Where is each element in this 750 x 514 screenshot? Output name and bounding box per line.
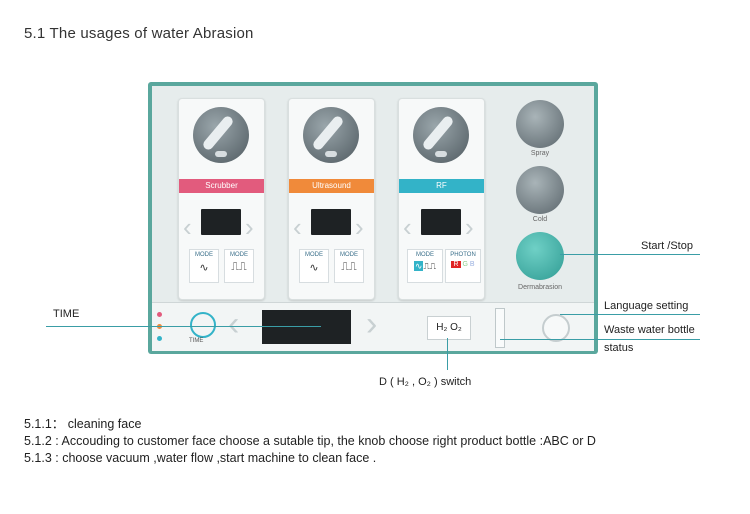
chevron-left-icon[interactable]: ‹ xyxy=(183,214,192,240)
time-display xyxy=(262,310,351,344)
waste-annotation: Waste water bottle xyxy=(604,324,695,336)
sine-wave-icon: ∿ xyxy=(300,261,328,274)
waste-bottle-icon xyxy=(495,308,505,348)
status-dot-red xyxy=(157,312,162,317)
note-3: 5.1.3 : choose vacuum ,water flow ,start… xyxy=(24,450,596,467)
photon-red-button[interactable]: R xyxy=(451,261,460,268)
rf-display xyxy=(421,209,461,235)
scrubber-display xyxy=(201,209,241,235)
time-increase-icon[interactable]: › xyxy=(366,307,377,341)
ultrasound-handpiece-icon xyxy=(303,107,359,163)
scrubber-mode-button-2[interactable]: MODE⎍⎍ xyxy=(224,249,254,283)
note-2: 5.1.2 : Accouding to customer face choos… xyxy=(24,433,596,450)
square-wave-icon: ⎍⎍ xyxy=(423,261,436,271)
scrubber-card[interactable]: Scrubber ‹ › MODE∿ MODE⎍⎍ xyxy=(178,98,265,300)
rf-photon-button[interactable]: PHOTON R G B xyxy=(445,249,481,283)
usage-notes: 5.1.1： cleaning face 5.1.2 : Accouding t… xyxy=(24,416,596,467)
spray-handpiece-icon[interactable] xyxy=(516,100,564,148)
language-annotation: Language setting xyxy=(604,300,688,312)
rf-mode-button[interactable]: MODE ∿⎍⎍ xyxy=(407,249,443,283)
section-title: 5.1 The usages of water Abrasion xyxy=(24,25,254,42)
waste-status-annotation: status xyxy=(604,342,633,354)
ultrasound-label: Ultrasound xyxy=(289,179,374,193)
time-annotation-line xyxy=(46,326,321,327)
scrubber-label: Scrubber xyxy=(179,179,264,193)
square-wave-icon: ⎍⎍ xyxy=(225,261,253,274)
start-stop-annotation: Start /Stop xyxy=(641,240,693,252)
note-1: 5.1.1： cleaning face xyxy=(24,416,596,433)
dermabrasion-start-stop-button[interactable] xyxy=(516,232,564,280)
cold-label: Cold xyxy=(510,216,570,223)
chevron-left-icon[interactable]: ‹ xyxy=(293,214,302,240)
settings-gear-icon[interactable] xyxy=(542,314,570,342)
switch-annotation-line xyxy=(447,338,448,370)
chevron-right-icon[interactable]: › xyxy=(245,214,254,240)
sine-wave-icon: ∿ xyxy=(190,261,218,274)
square-wave-icon: ⎍⎍ xyxy=(335,261,363,274)
h2o2-switch-button[interactable]: H₂ O₂ xyxy=(427,316,471,340)
cold-handpiece-icon[interactable] xyxy=(516,166,564,214)
timer-icon[interactable] xyxy=(190,312,216,338)
time-decrease-icon[interactable]: ‹ xyxy=(228,307,239,341)
photon-green-button[interactable]: G xyxy=(462,261,467,268)
scrubber-mode-button-1[interactable]: MODE∿ xyxy=(189,249,219,283)
time-annotation: TIME xyxy=(53,308,79,320)
ultrasound-card[interactable]: Ultrasound ‹ › MODE∿ MODE⎍⎍ xyxy=(288,98,375,300)
scrubber-handpiece-icon xyxy=(193,107,249,163)
rf-card[interactable]: RF ‹ › MODE ∿⎍⎍ PHOTON R G B xyxy=(398,98,485,300)
switch-annotation: D ( H₂ , O₂ ) switch xyxy=(379,376,471,388)
ultrasound-mode-button-1[interactable]: MODE∿ xyxy=(299,249,329,283)
rf-label: RF xyxy=(399,179,484,193)
start-stop-annotation-line xyxy=(560,254,700,255)
photon-blue-button[interactable]: B xyxy=(470,261,475,268)
chevron-left-icon[interactable]: ‹ xyxy=(403,214,412,240)
chevron-right-icon[interactable]: › xyxy=(465,214,474,240)
chevron-right-icon[interactable]: › xyxy=(355,214,364,240)
ultrasound-display xyxy=(311,209,351,235)
waste-annotation-line xyxy=(500,339,700,340)
language-annotation-line xyxy=(560,314,700,315)
status-dot-teal xyxy=(157,336,162,341)
ultrasound-mode-button-2[interactable]: MODE⎍⎍ xyxy=(334,249,364,283)
timer-label: TIME xyxy=(189,338,203,344)
dermabrasion-label: Dermabrasion xyxy=(510,284,570,291)
rf-handpiece-icon xyxy=(413,107,469,163)
spray-label: Spray xyxy=(510,150,570,157)
